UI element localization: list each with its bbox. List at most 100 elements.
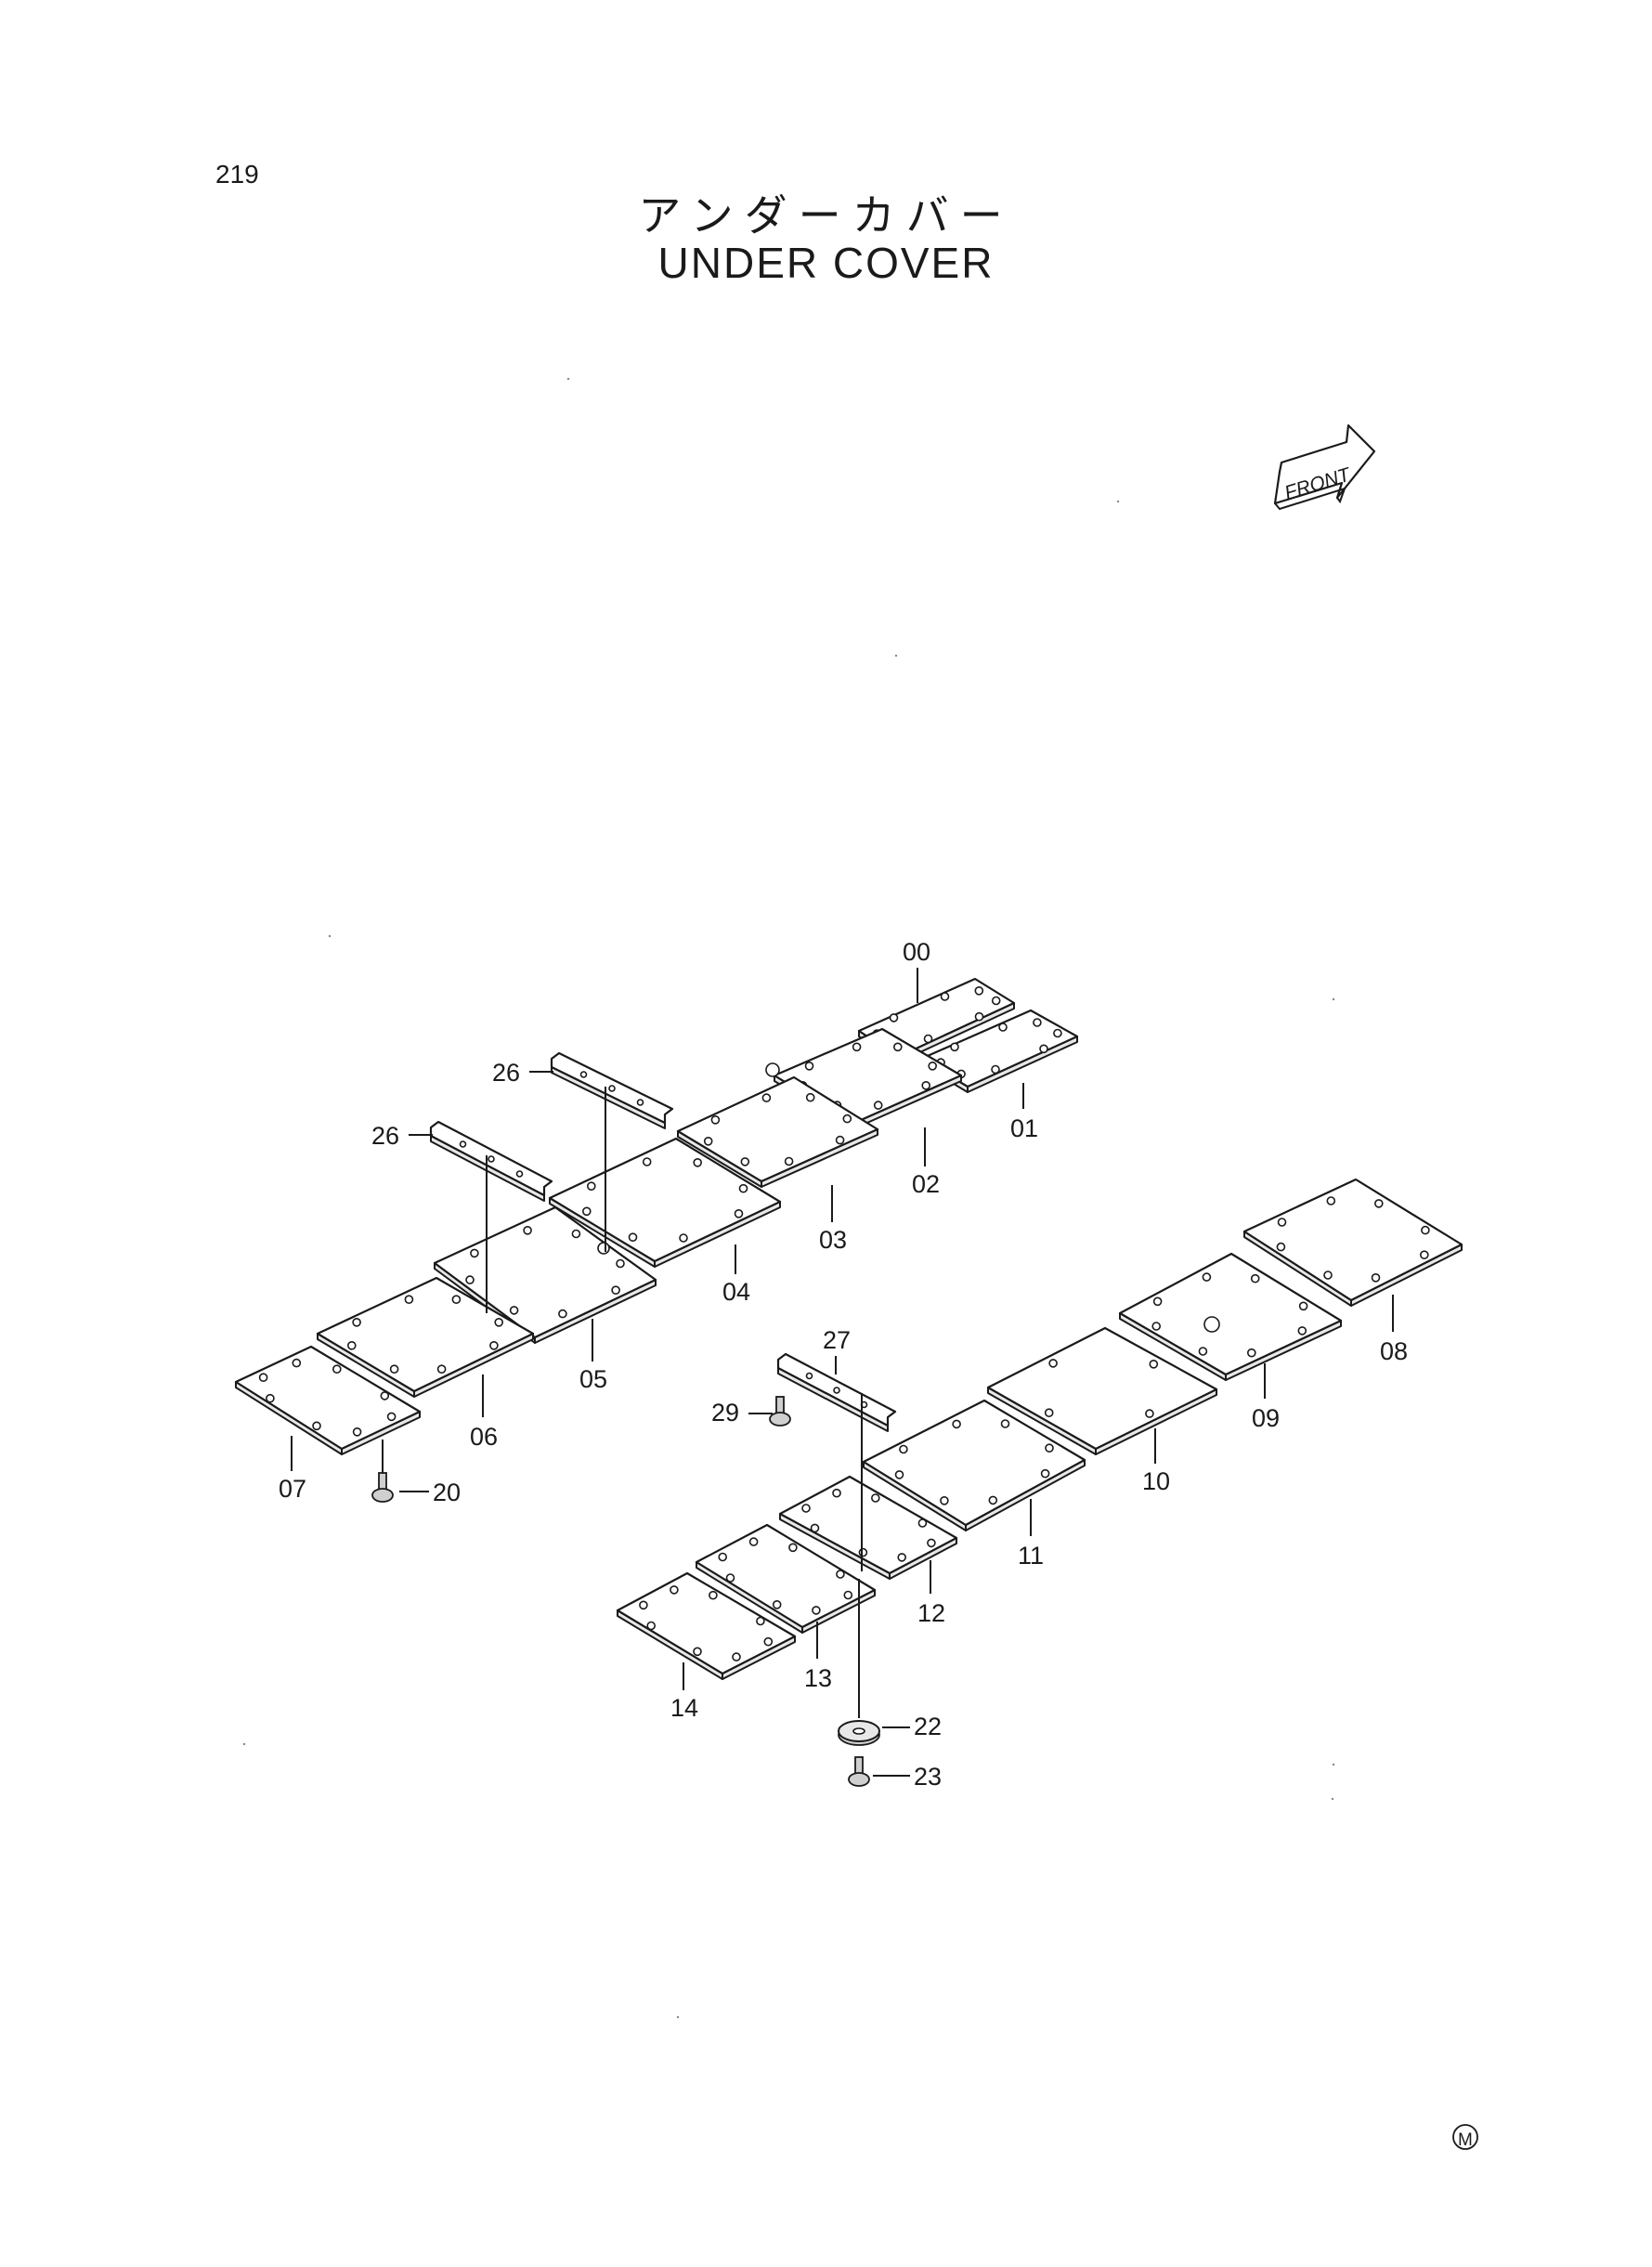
- mounting-hole: [1297, 1326, 1307, 1335]
- label-14: 14: [670, 1694, 698, 1722]
- mounting-hole: [332, 1364, 342, 1374]
- mounting-hole: [870, 1493, 880, 1503]
- mounting-hole: [788, 1543, 798, 1553]
- label-07: 07: [279, 1475, 306, 1503]
- mounting-hole: [693, 1158, 703, 1167]
- leaders-layer: [291, 968, 1394, 1777]
- label-04: 04: [722, 1278, 750, 1306]
- mounting-hole: [734, 1209, 744, 1218]
- fasteners-layer: [371, 1396, 880, 1787]
- mounting-hole: [832, 1488, 841, 1498]
- mounting-hole: [389, 1364, 399, 1374]
- label-10: 10: [1142, 1467, 1170, 1495]
- mounting-hole: [586, 1181, 596, 1191]
- mounting-hole: [725, 1573, 735, 1583]
- label-22: 22: [914, 1713, 942, 1740]
- mounting-hole: [998, 1023, 1008, 1032]
- mounting-hole: [899, 1444, 908, 1454]
- plate-11: [862, 1399, 1086, 1531]
- mounting-hole: [1039, 1044, 1048, 1054]
- title-japanese: アンダーカバー: [638, 190, 1014, 241]
- m-mark-icon: M: [1452, 2124, 1478, 2150]
- mounting-hole: [611, 1285, 620, 1295]
- mounting-hole: [352, 1427, 362, 1437]
- bolt-23: [848, 1756, 870, 1787]
- front-arrow-icon: FRONT: [1273, 423, 1376, 511]
- mounting-hole: [1152, 1296, 1163, 1307]
- label-26-lower: 26: [371, 1122, 399, 1150]
- title-english: UNDER COVER: [657, 239, 995, 287]
- center-hole: [765, 1062, 780, 1077]
- mounting-hole: [404, 1295, 414, 1304]
- label-12: 12: [917, 1599, 945, 1627]
- mounting-hole: [843, 1590, 853, 1600]
- mounting-hole: [646, 1621, 657, 1631]
- bar-hole: [459, 1140, 467, 1148]
- mounting-hole: [451, 1295, 462, 1304]
- mounting-hole: [732, 1652, 741, 1661]
- label-05: 05: [579, 1365, 607, 1393]
- plate-10: [986, 1326, 1218, 1455]
- mounting-hole: [756, 1616, 765, 1626]
- bar-hole: [833, 1387, 840, 1394]
- mounting-hole: [1198, 1347, 1208, 1356]
- mounting-hole: [1421, 1225, 1430, 1235]
- mounting-hole: [842, 1114, 852, 1124]
- mounting-hole: [489, 1341, 499, 1350]
- mounting-hole: [835, 1135, 845, 1145]
- plate-13: [695, 1523, 877, 1634]
- plate-08: [1242, 1178, 1463, 1307]
- mounting-hole: [740, 1157, 750, 1166]
- label-27: 27: [823, 1326, 851, 1354]
- mounting-hole: [1298, 1301, 1308, 1311]
- plate-06: [316, 1276, 535, 1398]
- mounting-hole: [1033, 1018, 1042, 1027]
- mounting-hole: [940, 992, 950, 1001]
- mounting-hole: [921, 1081, 931, 1090]
- mounting-hole: [1374, 1199, 1384, 1208]
- mounting-hole: [812, 1606, 821, 1615]
- mounting-hole: [571, 1229, 581, 1239]
- mounting-hole: [670, 1585, 679, 1595]
- mounting-hole: [709, 1590, 718, 1600]
- mounting-hole: [928, 1062, 938, 1071]
- mounting-hole: [470, 1248, 479, 1258]
- label-06: 06: [470, 1423, 498, 1451]
- label-00: 00: [903, 938, 930, 966]
- mounting-hole: [1202, 1272, 1212, 1282]
- bar-hole: [636, 1099, 644, 1106]
- mounting-hole: [988, 1495, 998, 1505]
- mounting-hole: [927, 1538, 936, 1548]
- mounting-hole: [292, 1358, 302, 1368]
- mounting-hole: [494, 1318, 504, 1327]
- mounting-hole: [581, 1206, 592, 1217]
- mounting-hole: [1250, 1273, 1260, 1283]
- plate-14: [616, 1571, 797, 1680]
- mounting-hole: [1053, 1028, 1062, 1038]
- mounting-hole: [1000, 1419, 1010, 1428]
- label-23: 23: [914, 1763, 942, 1791]
- plate-09: [1118, 1252, 1343, 1381]
- stiffener-bar-26-upper: [550, 1051, 674, 1129]
- mounting-hole: [639, 1600, 648, 1610]
- mounting-hole: [974, 1011, 984, 1022]
- scan-specks: [242, 377, 1335, 2019]
- bar-hole: [608, 1085, 616, 1092]
- mounting-hole: [748, 1537, 759, 1546]
- mounting-hole: [380, 1391, 390, 1401]
- mounting-hole: [558, 1309, 567, 1319]
- mounting-hole: [991, 996, 1001, 1006]
- mounting-hole: [346, 1341, 357, 1350]
- mounting-hole: [616, 1258, 625, 1269]
- mounting-hole: [1149, 1360, 1159, 1369]
- mounting-hole: [693, 1647, 702, 1657]
- mounting-hole: [810, 1523, 820, 1533]
- mounting-hole: [436, 1364, 447, 1374]
- mounting-hole: [1145, 1409, 1154, 1418]
- mounting-hole: [523, 1226, 532, 1235]
- mounting-hole: [804, 1062, 814, 1071]
- mounting-hole: [1045, 1443, 1054, 1453]
- mounting-hole: [1323, 1270, 1333, 1280]
- mounting-hole: [679, 1233, 688, 1243]
- plate-07: [234, 1345, 422, 1455]
